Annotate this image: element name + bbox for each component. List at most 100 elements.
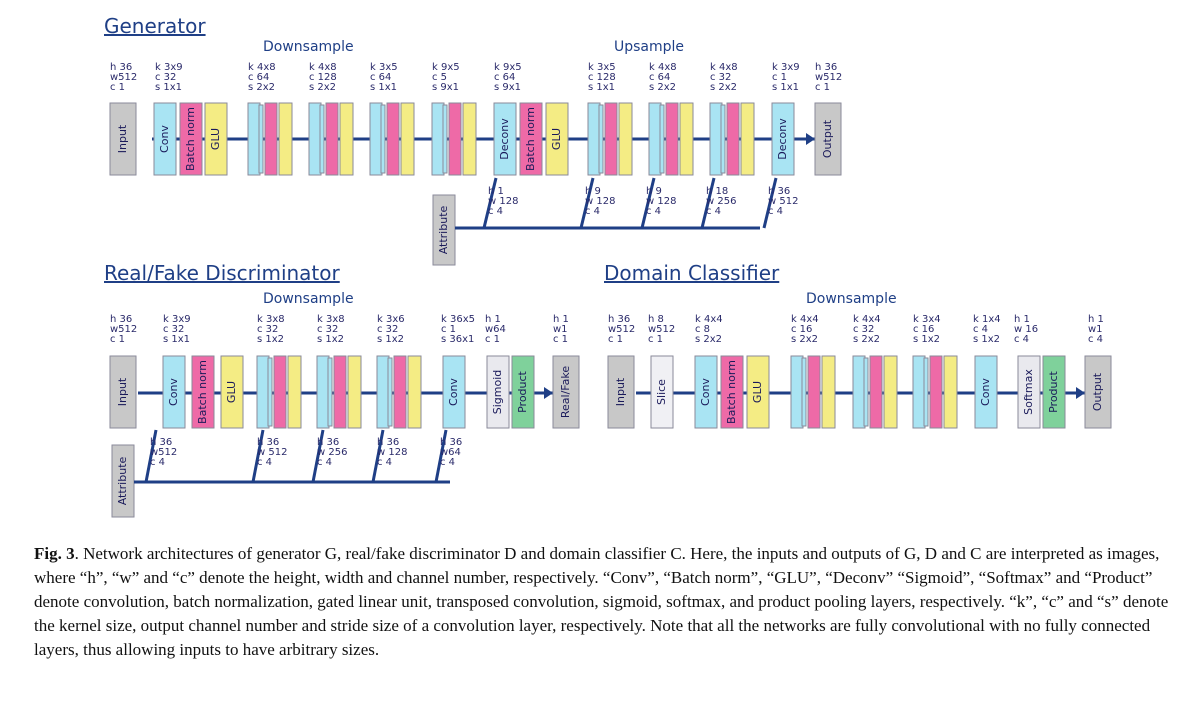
- generator-deconv-label: Deconv: [498, 118, 511, 160]
- param-line: k 36x5: [441, 314, 475, 325]
- discriminator-output-block-label: Real/Fake: [559, 366, 572, 418]
- discriminator-product: [511, 355, 535, 429]
- generator-downsample-label: Downsample: [263, 39, 354, 55]
- glu-stripe: [740, 102, 755, 176]
- conv-stripe: [709, 102, 723, 176]
- param-line: k 4x4: [791, 314, 819, 325]
- param-line: c 4: [1014, 334, 1029, 345]
- param-line: c 4: [377, 457, 392, 468]
- generator-down-layer-5: [431, 102, 477, 176]
- conv-stripe-inner: [387, 357, 393, 427]
- batch-norm-stripe: [448, 102, 462, 176]
- param-line: k 3x5: [370, 62, 398, 73]
- figure-caption: Fig. 3. Network architectures of generat…: [34, 542, 1174, 662]
- param-line: k 3x9: [155, 62, 183, 73]
- param-line: h 36: [608, 314, 630, 325]
- classifier-input-block-label: Input: [614, 377, 627, 406]
- param-line: c 1: [815, 82, 830, 93]
- classifier-softmax-label: Softmax: [1022, 369, 1035, 415]
- discriminator-layer-4: [376, 355, 422, 429]
- param-line: s 1x1: [163, 334, 190, 345]
- glu-stripe: [462, 102, 477, 176]
- discriminator-final-conv: [442, 355, 466, 429]
- discriminator-output-arrow: [544, 387, 553, 399]
- conv-stripe-inner: [319, 104, 325, 174]
- param-line: c 16: [913, 324, 934, 335]
- conv-stripe-inner: [720, 104, 726, 174]
- param-line: c 32: [317, 324, 338, 335]
- generator-output-block-label: Output: [821, 119, 834, 158]
- batch-norm-stripe: [393, 355, 407, 429]
- conv-stripe: [369, 102, 383, 176]
- param-line: c 1: [110, 82, 125, 93]
- param-line: h 1: [553, 314, 569, 325]
- conv-stripe-inner: [801, 357, 807, 427]
- classifier-batch-norm: [720, 355, 744, 429]
- param-line: h 9: [585, 186, 601, 197]
- param-line: k 3x6: [377, 314, 405, 325]
- param-line: h 36: [150, 437, 172, 448]
- param-line: s 2x2: [710, 82, 737, 93]
- param-line: k 4x4: [695, 314, 723, 325]
- batch-norm-stripe: [929, 355, 943, 429]
- generator-up-batch-norm: [519, 102, 543, 176]
- param-line: w 512: [768, 196, 798, 207]
- param-line: c 4: [646, 206, 661, 217]
- glu-stripe: [407, 355, 422, 429]
- param-line: c 1: [648, 334, 663, 345]
- generator-final-deconv-label: Deconv: [776, 118, 789, 160]
- classifier-product: [1042, 355, 1066, 429]
- generator-up-layer-7: [587, 102, 633, 176]
- param-line: c 128: [309, 72, 337, 83]
- batch-norm-stripe: [333, 355, 347, 429]
- param-line: h 36: [815, 62, 837, 73]
- discriminator-attribute-block-label: Attribute: [116, 456, 129, 505]
- generator-attribute-branch: [579, 177, 595, 229]
- param-line: c 32: [853, 324, 874, 335]
- param-line: s 1x2: [317, 334, 344, 345]
- param-line: w 256: [706, 196, 736, 207]
- glu-stripe: [347, 355, 362, 429]
- conv-stripe-inner: [863, 357, 869, 427]
- generator-input-block: [109, 102, 137, 176]
- classifier-output-block: [1084, 355, 1112, 429]
- batch-norm-stripe: [726, 102, 740, 176]
- batch-norm-stripe: [807, 355, 821, 429]
- param-line: c 32: [257, 324, 278, 335]
- discriminator-sigmoid-label: Sigmoid: [491, 370, 504, 415]
- glu-stripe: [618, 102, 633, 176]
- param-line: c 64: [494, 72, 515, 83]
- conv-stripe-inner: [442, 104, 448, 174]
- param-line: k 1x4: [973, 314, 1001, 325]
- param-line: c 64: [248, 72, 269, 83]
- classifier-glu: [746, 355, 770, 429]
- param-line: w512: [150, 447, 177, 458]
- conv-stripe: [247, 102, 261, 176]
- param-line: s 1x1: [155, 82, 182, 93]
- param-line: k 3x8: [257, 314, 285, 325]
- param-line: c 1: [441, 324, 456, 335]
- param-line: w64: [440, 447, 461, 458]
- param-line: k 3x4: [913, 314, 941, 325]
- param-line: s 9x1: [432, 82, 459, 93]
- discriminator-batch-norm-label: Batch norm: [196, 360, 209, 424]
- discriminator-attribute-branch: [371, 429, 385, 483]
- glu-stripe: [821, 355, 836, 429]
- discriminator-sigmoid: [486, 355, 510, 429]
- generator-conv: [153, 102, 177, 176]
